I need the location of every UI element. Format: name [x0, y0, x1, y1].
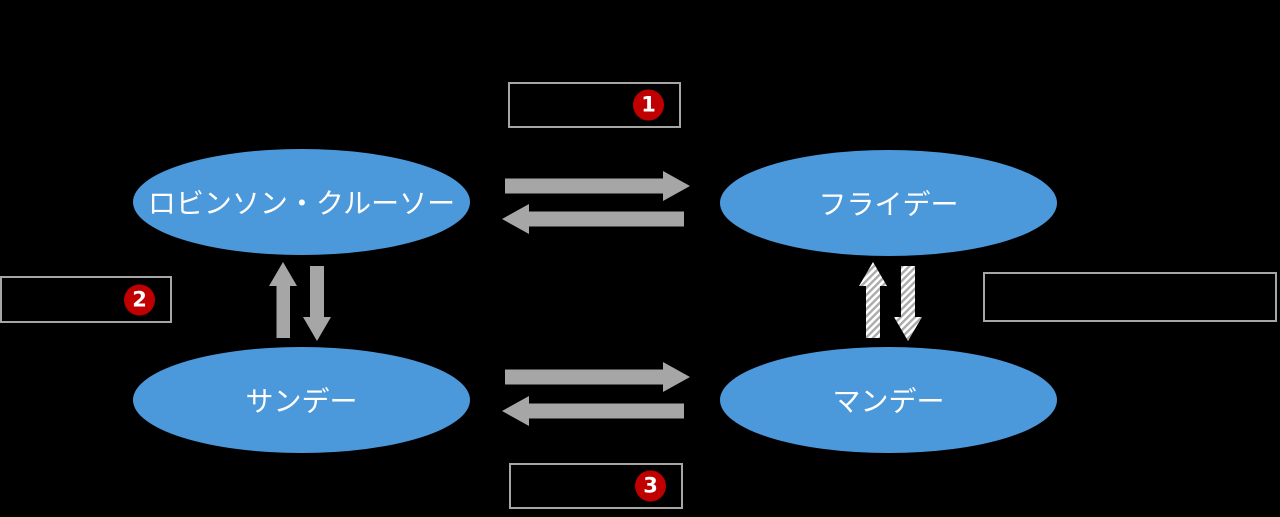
- arrow-up-icon: [269, 262, 297, 338]
- node-sunday: サンデー: [133, 347, 470, 453]
- arrow-down-icon: [303, 266, 331, 341]
- node-label: ロビンソン・クルーソー: [147, 187, 456, 220]
- arrow-down-hatched-icon: [894, 266, 922, 341]
- node-label: マンデー: [832, 385, 945, 418]
- node-label: サンデー: [245, 385, 358, 418]
- callout-box-2: 2: [0, 276, 172, 323]
- node-label: フライデー: [818, 188, 959, 221]
- callout-box-1: 1: [508, 82, 681, 128]
- arrow-left-icon: [502, 396, 684, 426]
- arrow-left-icon: [502, 204, 684, 234]
- number-badge: 1: [633, 89, 664, 121]
- number-badge: 3: [635, 470, 666, 502]
- callout-box-3: 3: [509, 463, 683, 509]
- arrow-right-icon: [505, 171, 690, 201]
- node-friday: フライデー: [720, 150, 1057, 256]
- node-robinson-crusoe: ロビンソン・クルーソー: [133, 149, 470, 255]
- number-badge: 2: [124, 284, 155, 315]
- arrow-up-hatched-icon: [859, 262, 887, 338]
- callout-box-right: [983, 272, 1277, 322]
- node-monday: マンデー: [720, 347, 1057, 453]
- arrow-right-icon: [505, 362, 690, 392]
